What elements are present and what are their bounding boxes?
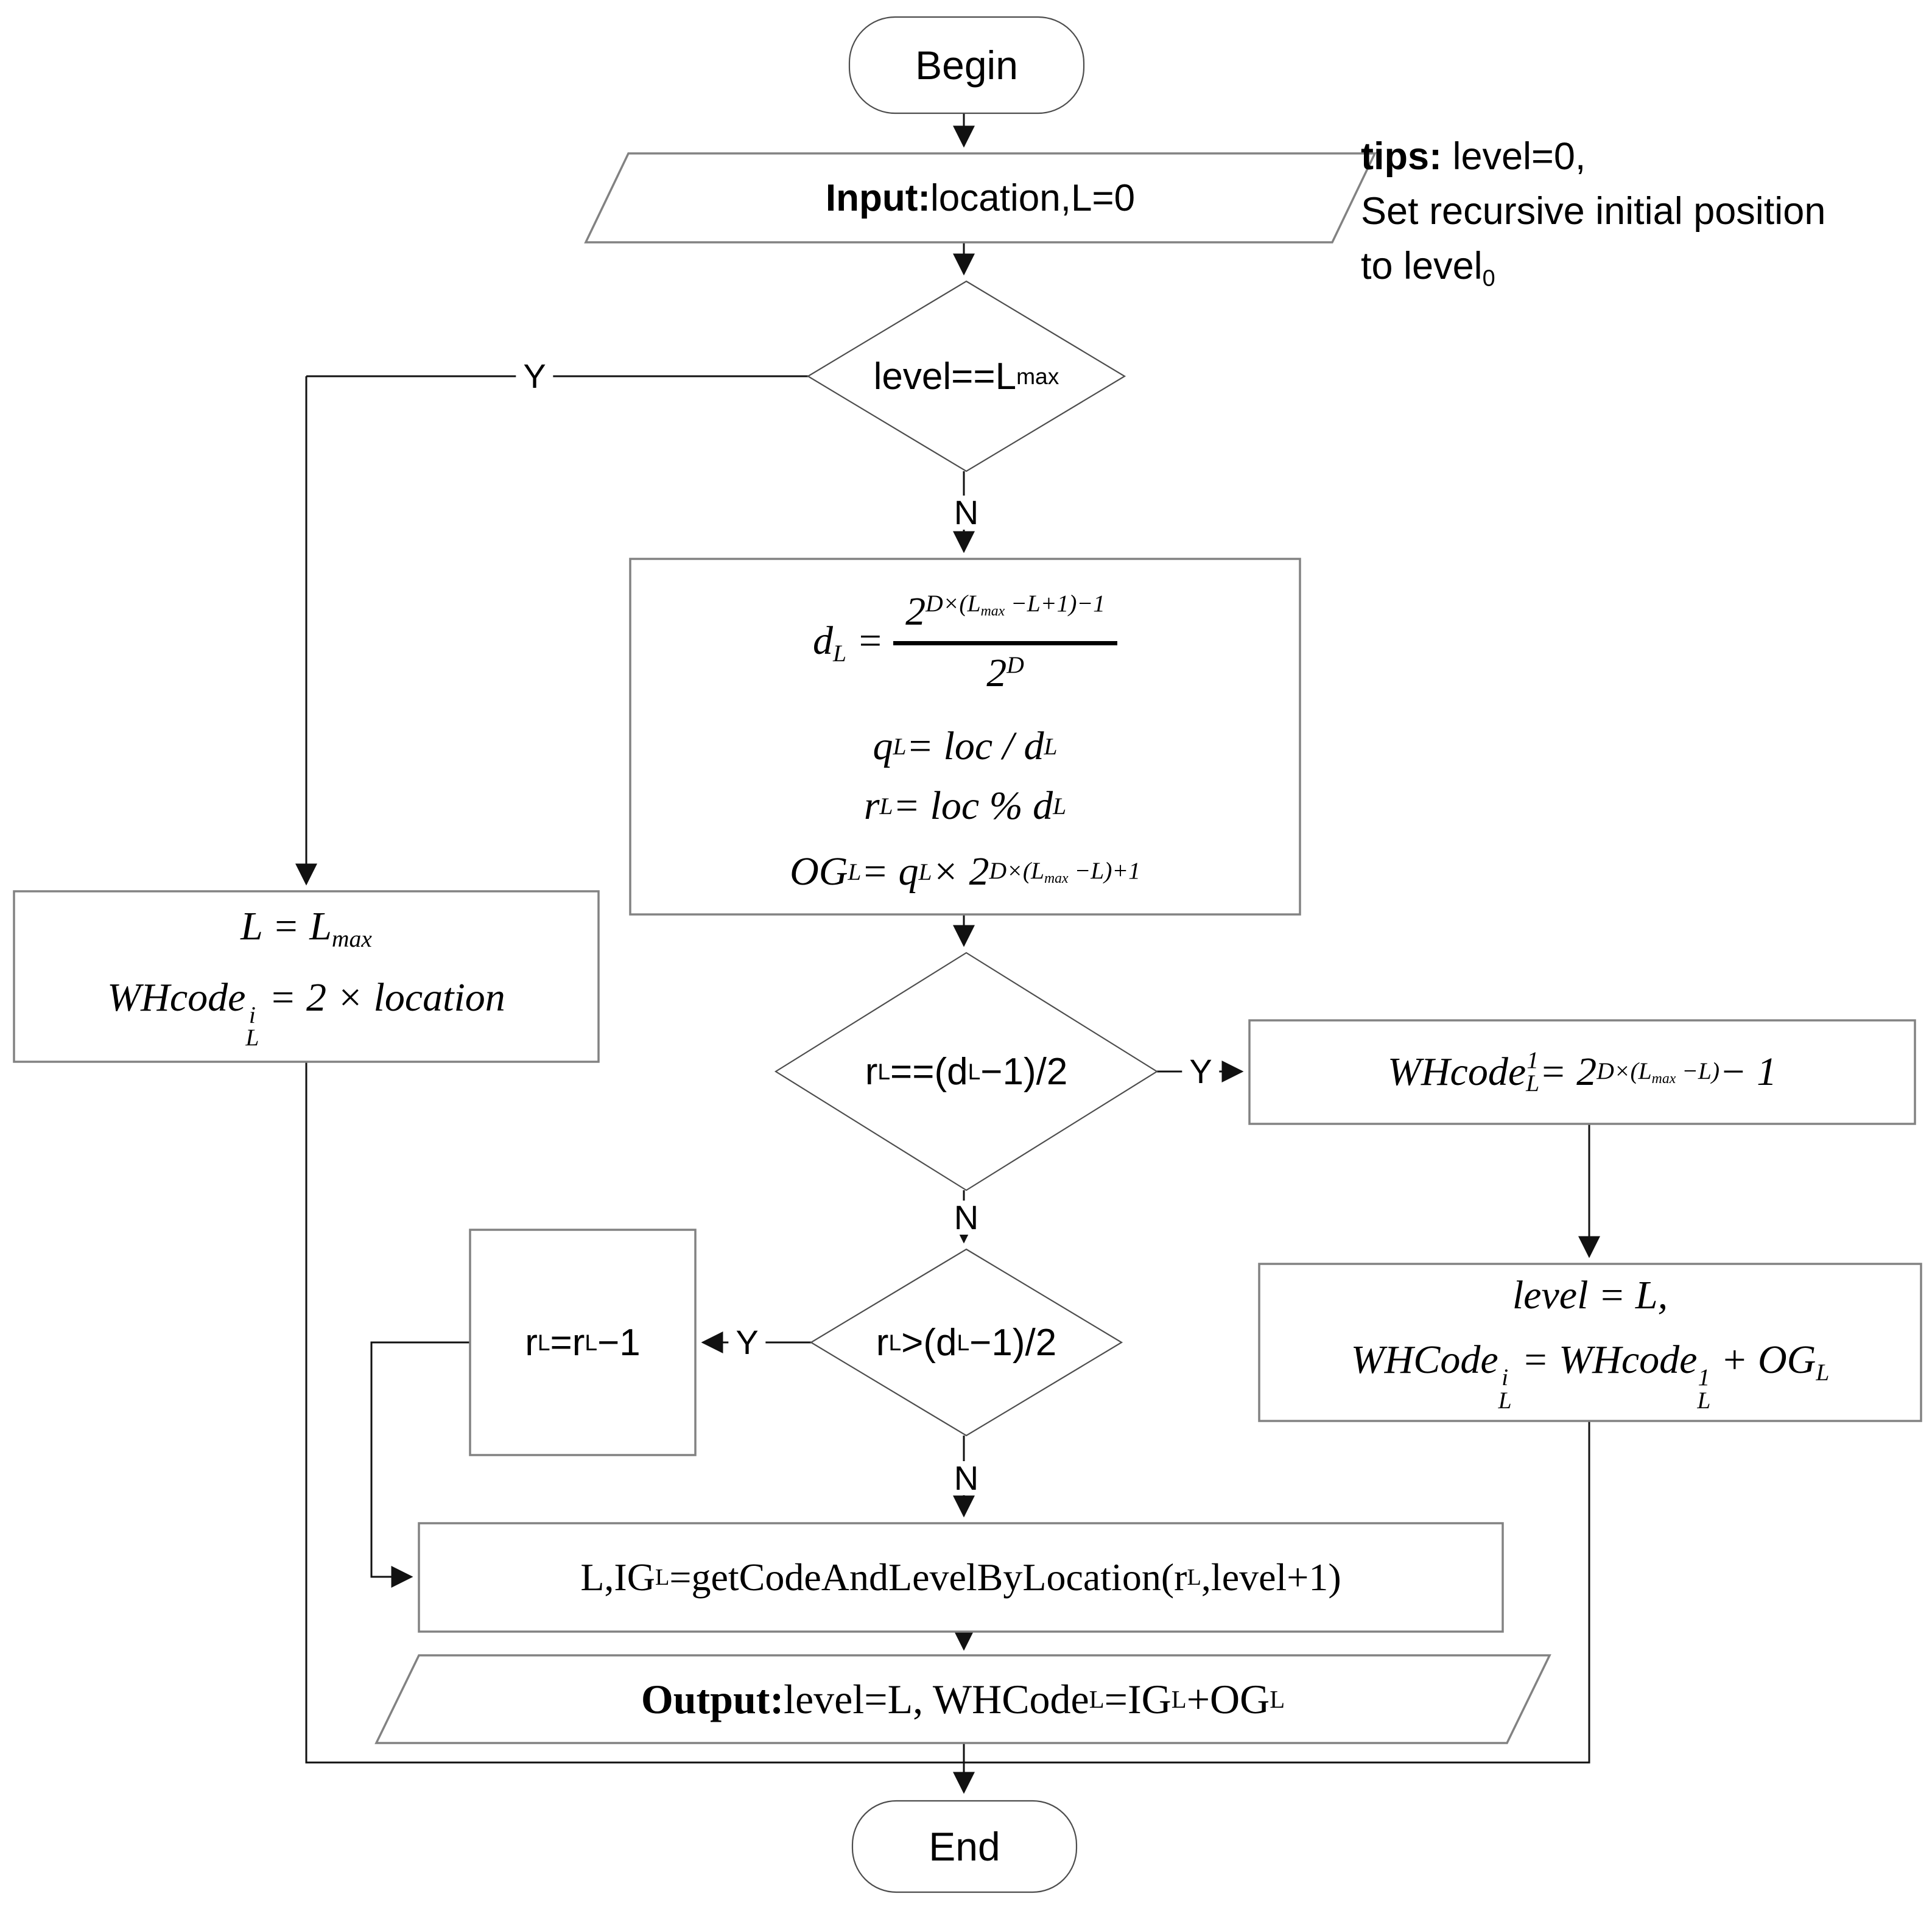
decision-level-shape (806, 280, 1126, 472)
edge-label-d1-no: N (946, 496, 986, 530)
edges (295, 113, 1600, 1794)
formula-shape (629, 558, 1301, 916)
output-shape (374, 1654, 1551, 1744)
formula-fraction-lhs: dL = (813, 618, 884, 667)
formula-fraction: 2D×(Lmax −L+1)−1 2D (893, 589, 1117, 696)
rightbox1-shape (1248, 1019, 1916, 1125)
shapes (13, 16, 1922, 1893)
edge-label-d2-yes: Y (1182, 1054, 1220, 1089)
leftbox-line1: L = Lmax (241, 904, 372, 952)
edge-label-d1-yes: Y (516, 359, 553, 393)
edge-label-d3-no: N (946, 1461, 986, 1495)
begin-shape (848, 16, 1085, 114)
edge-label-d3-yes: Y (728, 1325, 766, 1359)
tips-line: to level0 (1361, 245, 1495, 292)
edge-label-d2-no: N (946, 1201, 986, 1235)
formula-fraction-denominator: 2D (986, 650, 1024, 695)
decision-mid-shape (774, 952, 1159, 1191)
formula-fraction-numerator: 2D×(Lmax −L+1)−1 (893, 589, 1117, 645)
rightbox2-shape (1258, 1263, 1922, 1422)
input-node: Input: location,L=0 (825, 177, 1136, 219)
leftbox-shape (13, 890, 600, 1063)
edge-rlbox-getcode (370, 1341, 470, 1588)
tips-line: tips: level=0, (1361, 135, 1586, 178)
decision-gt-shape (809, 1248, 1123, 1437)
formula-fraction-row: dL = 2D×(Lmax −L+1)−1 2D (661, 572, 1270, 712)
end-shape (851, 1800, 1078, 1893)
rightbox2-line1: level = L, (1512, 1273, 1668, 1318)
end-node: End (929, 1824, 1000, 1869)
tips-line: Set recursive initial position (1361, 190, 1826, 233)
edge-merge-rails (305, 1062, 1590, 1764)
begin-node: Begin (915, 43, 1018, 88)
tips-annotation: tips: level=0, Set recursive initial pos… (1361, 129, 1930, 295)
getcode-shape (418, 1522, 1504, 1633)
rlbox-shape (469, 1229, 697, 1456)
input-shape (584, 152, 1377, 244)
